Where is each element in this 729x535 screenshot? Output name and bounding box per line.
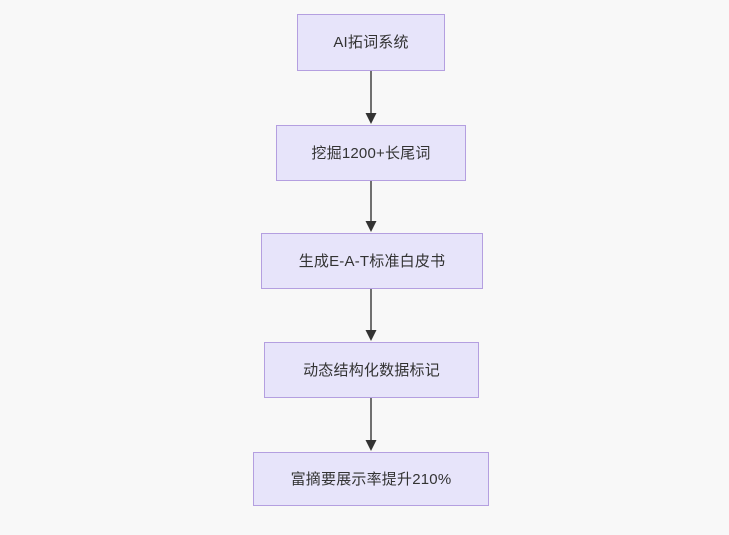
flow-node-mine-longtail-keywords[interactable]: 挖掘1200+长尾词 xyxy=(276,125,466,181)
arrow-down-icon xyxy=(365,71,377,124)
arrow-down-icon xyxy=(365,289,377,341)
flow-node-generate-eat-whitepaper[interactable]: 生成E-A-T标准白皮书 xyxy=(261,233,483,289)
flow-edge-4-to-5 xyxy=(363,398,379,452)
arrow-down-icon xyxy=(365,181,377,232)
flow-edge-2-to-3 xyxy=(363,181,379,233)
arrow-down-icon xyxy=(365,398,377,451)
flow-node-label: AI拓词系统 xyxy=(333,34,409,51)
flow-node-rich-snippet-impression-lift[interactable]: 富摘要展示率提升210% xyxy=(253,452,489,506)
flow-edge-1-to-2 xyxy=(363,71,379,125)
flow-node-dynamic-structured-data-markup[interactable]: 动态结构化数据标记 xyxy=(264,342,479,398)
flow-node-label: 动态结构化数据标记 xyxy=(303,361,440,379)
flow-node-label: 挖掘1200+长尾词 xyxy=(311,144,431,162)
flow-node-label: 富摘要展示率提升210% xyxy=(290,470,452,488)
flow-edge-3-to-4 xyxy=(363,289,379,342)
flow-node-label: 生成E-A-T标准白皮书 xyxy=(298,252,446,270)
flow-node-ai-keyword-system[interactable]: AI拓词系统 xyxy=(297,14,445,71)
